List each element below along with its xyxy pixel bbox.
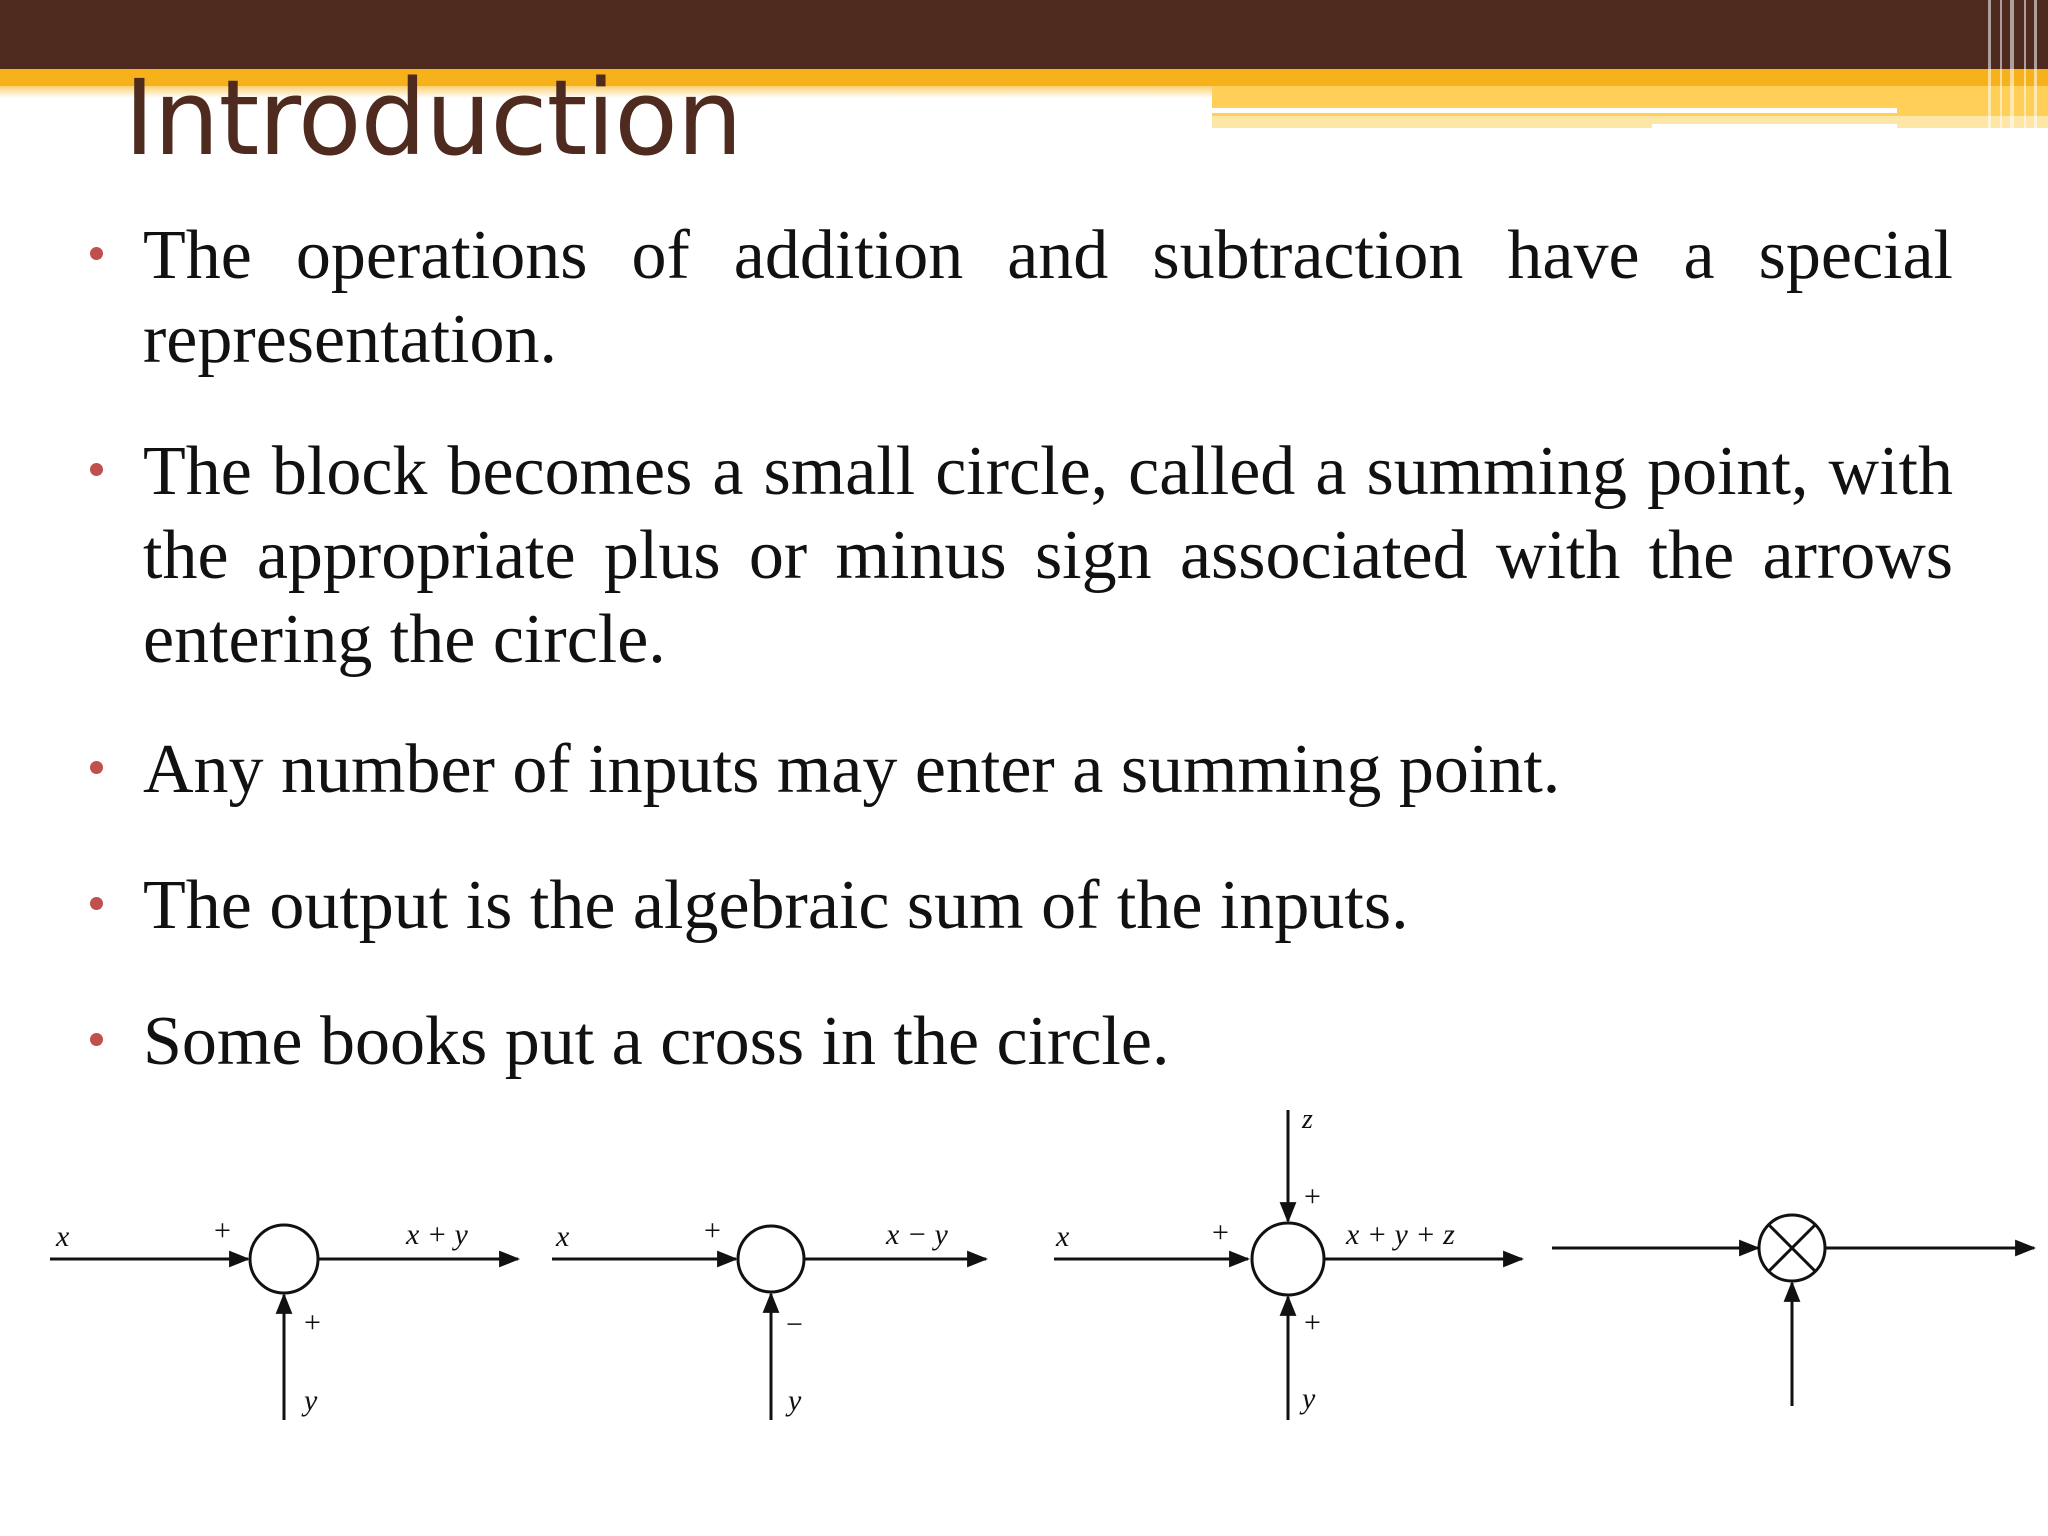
bullet-marker bbox=[90, 463, 103, 476]
label-input-x: x bbox=[555, 1220, 570, 1253]
label-output: x + y + z bbox=[1345, 1218, 1455, 1251]
bullet-marker bbox=[90, 247, 103, 260]
label-sign-x: + bbox=[214, 1214, 231, 1247]
label-input-y: y bbox=[785, 1384, 802, 1417]
label-input-z: z bbox=[1301, 1104, 1313, 1135]
bullet-text-2: The block becomes a small circle, called… bbox=[143, 433, 1953, 678]
label-output: x − y bbox=[885, 1218, 949, 1251]
header-stripe-line bbox=[1212, 108, 1897, 113]
bullet-marker bbox=[90, 897, 103, 910]
label-output: x + y bbox=[405, 1218, 469, 1251]
bullet-text-4: The output is the algebraic sum of the i… bbox=[143, 867, 1409, 944]
bullet-text-5: Some books put a cross in the circle. bbox=[143, 1003, 1170, 1080]
label-sign-z: + bbox=[1304, 1180, 1321, 1213]
label-sign-x: + bbox=[1212, 1216, 1229, 1249]
header-vertical-stripes bbox=[1980, 0, 2048, 140]
summing-point-cross bbox=[1552, 1213, 2037, 1406]
summing-circle bbox=[248, 1223, 320, 1295]
label-input-x: x bbox=[1055, 1220, 1070, 1253]
label-input-y: y bbox=[1299, 1382, 1316, 1415]
label-input-y: y bbox=[301, 1384, 318, 1417]
summing-point-subtract: x + x − y − y bbox=[552, 1214, 989, 1420]
label-sign-y: − bbox=[786, 1308, 803, 1341]
summing-point-diagrams: x + x + y + y x + x − y − y x + x + y + … bbox=[50, 1104, 2037, 1420]
summing-circle bbox=[736, 1224, 806, 1294]
header-stripe-line bbox=[1652, 124, 1897, 128]
header-bar bbox=[0, 0, 2048, 69]
bullet-marker bbox=[90, 1033, 103, 1046]
label-sign-y: + bbox=[304, 1306, 321, 1339]
summing-point-add: x + x + y + y bbox=[50, 1214, 521, 1420]
header-gold-strip-light bbox=[1212, 116, 2048, 128]
header-gold-band bbox=[0, 69, 2048, 86]
slide-title: Introduction bbox=[124, 57, 743, 179]
bullet-text-1: The operations of addition and subtracti… bbox=[143, 217, 1953, 378]
summing-point-three-input: x + x + y + z z + + y bbox=[1054, 1104, 1525, 1420]
label-input-x: x bbox=[55, 1220, 70, 1253]
summing-circle bbox=[1250, 1221, 1326, 1297]
label-sign-y: + bbox=[1304, 1306, 1321, 1339]
label-sign-x: + bbox=[704, 1214, 721, 1247]
bullet-text-3: Any number of inputs may enter a summing… bbox=[143, 731, 1561, 808]
header-gold-fade bbox=[0, 86, 1212, 98]
bullet-marker bbox=[90, 761, 103, 774]
